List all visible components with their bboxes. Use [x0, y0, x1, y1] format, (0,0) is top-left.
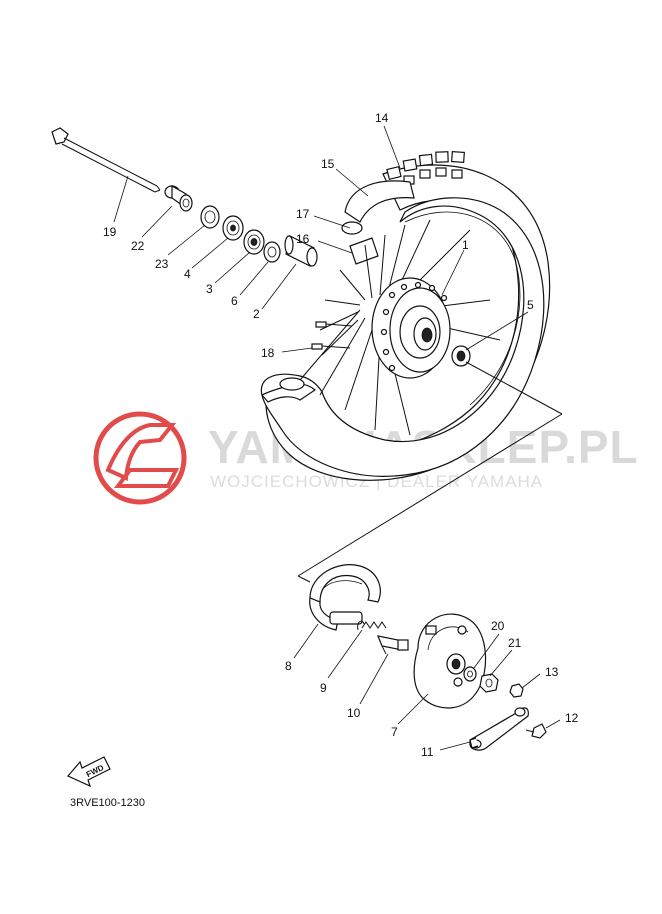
- camshaft-lever: [469, 707, 529, 751]
- nut-21: [479, 673, 499, 693]
- leader-lines: [113, 125, 561, 751]
- watermark-logo-icon: [93, 411, 187, 505]
- callout-20: 20: [491, 619, 505, 633]
- brake-shoe-plate: [413, 613, 487, 709]
- callout-21: 21: [508, 636, 522, 650]
- oil-seal-5: [451, 345, 471, 367]
- collar: [164, 184, 193, 212]
- oil-seal-6: [263, 241, 281, 263]
- callout-7: 7: [391, 725, 398, 739]
- callout-8: 8: [285, 659, 292, 673]
- callout-5: 5: [527, 298, 534, 312]
- callout-9: 9: [320, 681, 327, 695]
- figure-code: 3RVE100-1230: [70, 797, 145, 809]
- rim-wheel: [260, 197, 545, 477]
- bolt-12: [525, 723, 547, 739]
- axle: [51, 127, 161, 193]
- explode-guides: [297, 361, 563, 583]
- callout-13: 13: [545, 665, 559, 679]
- brake-shoe: [309, 564, 381, 631]
- callouts: 1 2 3 4 5 6 7 8 9 10 11 12 13 14 15 16 1…: [103, 111, 579, 759]
- callout-1: 1: [462, 238, 469, 252]
- callout-19: 19: [103, 225, 117, 239]
- callout-2: 2: [253, 307, 260, 321]
- rim-band: [349, 237, 379, 265]
- callout-12: 12: [565, 711, 579, 725]
- nut-13: [509, 683, 524, 698]
- callout-4: 4: [184, 267, 191, 281]
- hub: [371, 277, 451, 379]
- callout-3: 3: [206, 282, 213, 296]
- callout-14: 14: [375, 111, 389, 125]
- oil-seal: [200, 205, 220, 229]
- bearing-3: [243, 229, 265, 255]
- callout-6: 6: [231, 294, 238, 308]
- fwd-arrow: FWD: [67, 756, 111, 788]
- callout-16: 16: [296, 232, 310, 246]
- tension-spring: [357, 620, 387, 631]
- fwd-arrow-icon: [67, 756, 111, 788]
- callout-17: 17: [296, 207, 310, 221]
- callout-10: 10: [347, 706, 361, 720]
- washer: [463, 666, 477, 682]
- brake-camshaft: [377, 635, 409, 655]
- hub-spoke-holes: [380, 281, 448, 372]
- callout-15: 15: [321, 157, 335, 171]
- bearing-4: [222, 215, 244, 241]
- spoke-nipple: [311, 321, 353, 350]
- callout-11: 11: [421, 745, 434, 759]
- tire-tread: [386, 150, 465, 185]
- callout-23: 23: [155, 257, 169, 271]
- callout-18: 18: [261, 346, 275, 360]
- spacer: [284, 235, 318, 267]
- callout-22: 22: [131, 239, 145, 253]
